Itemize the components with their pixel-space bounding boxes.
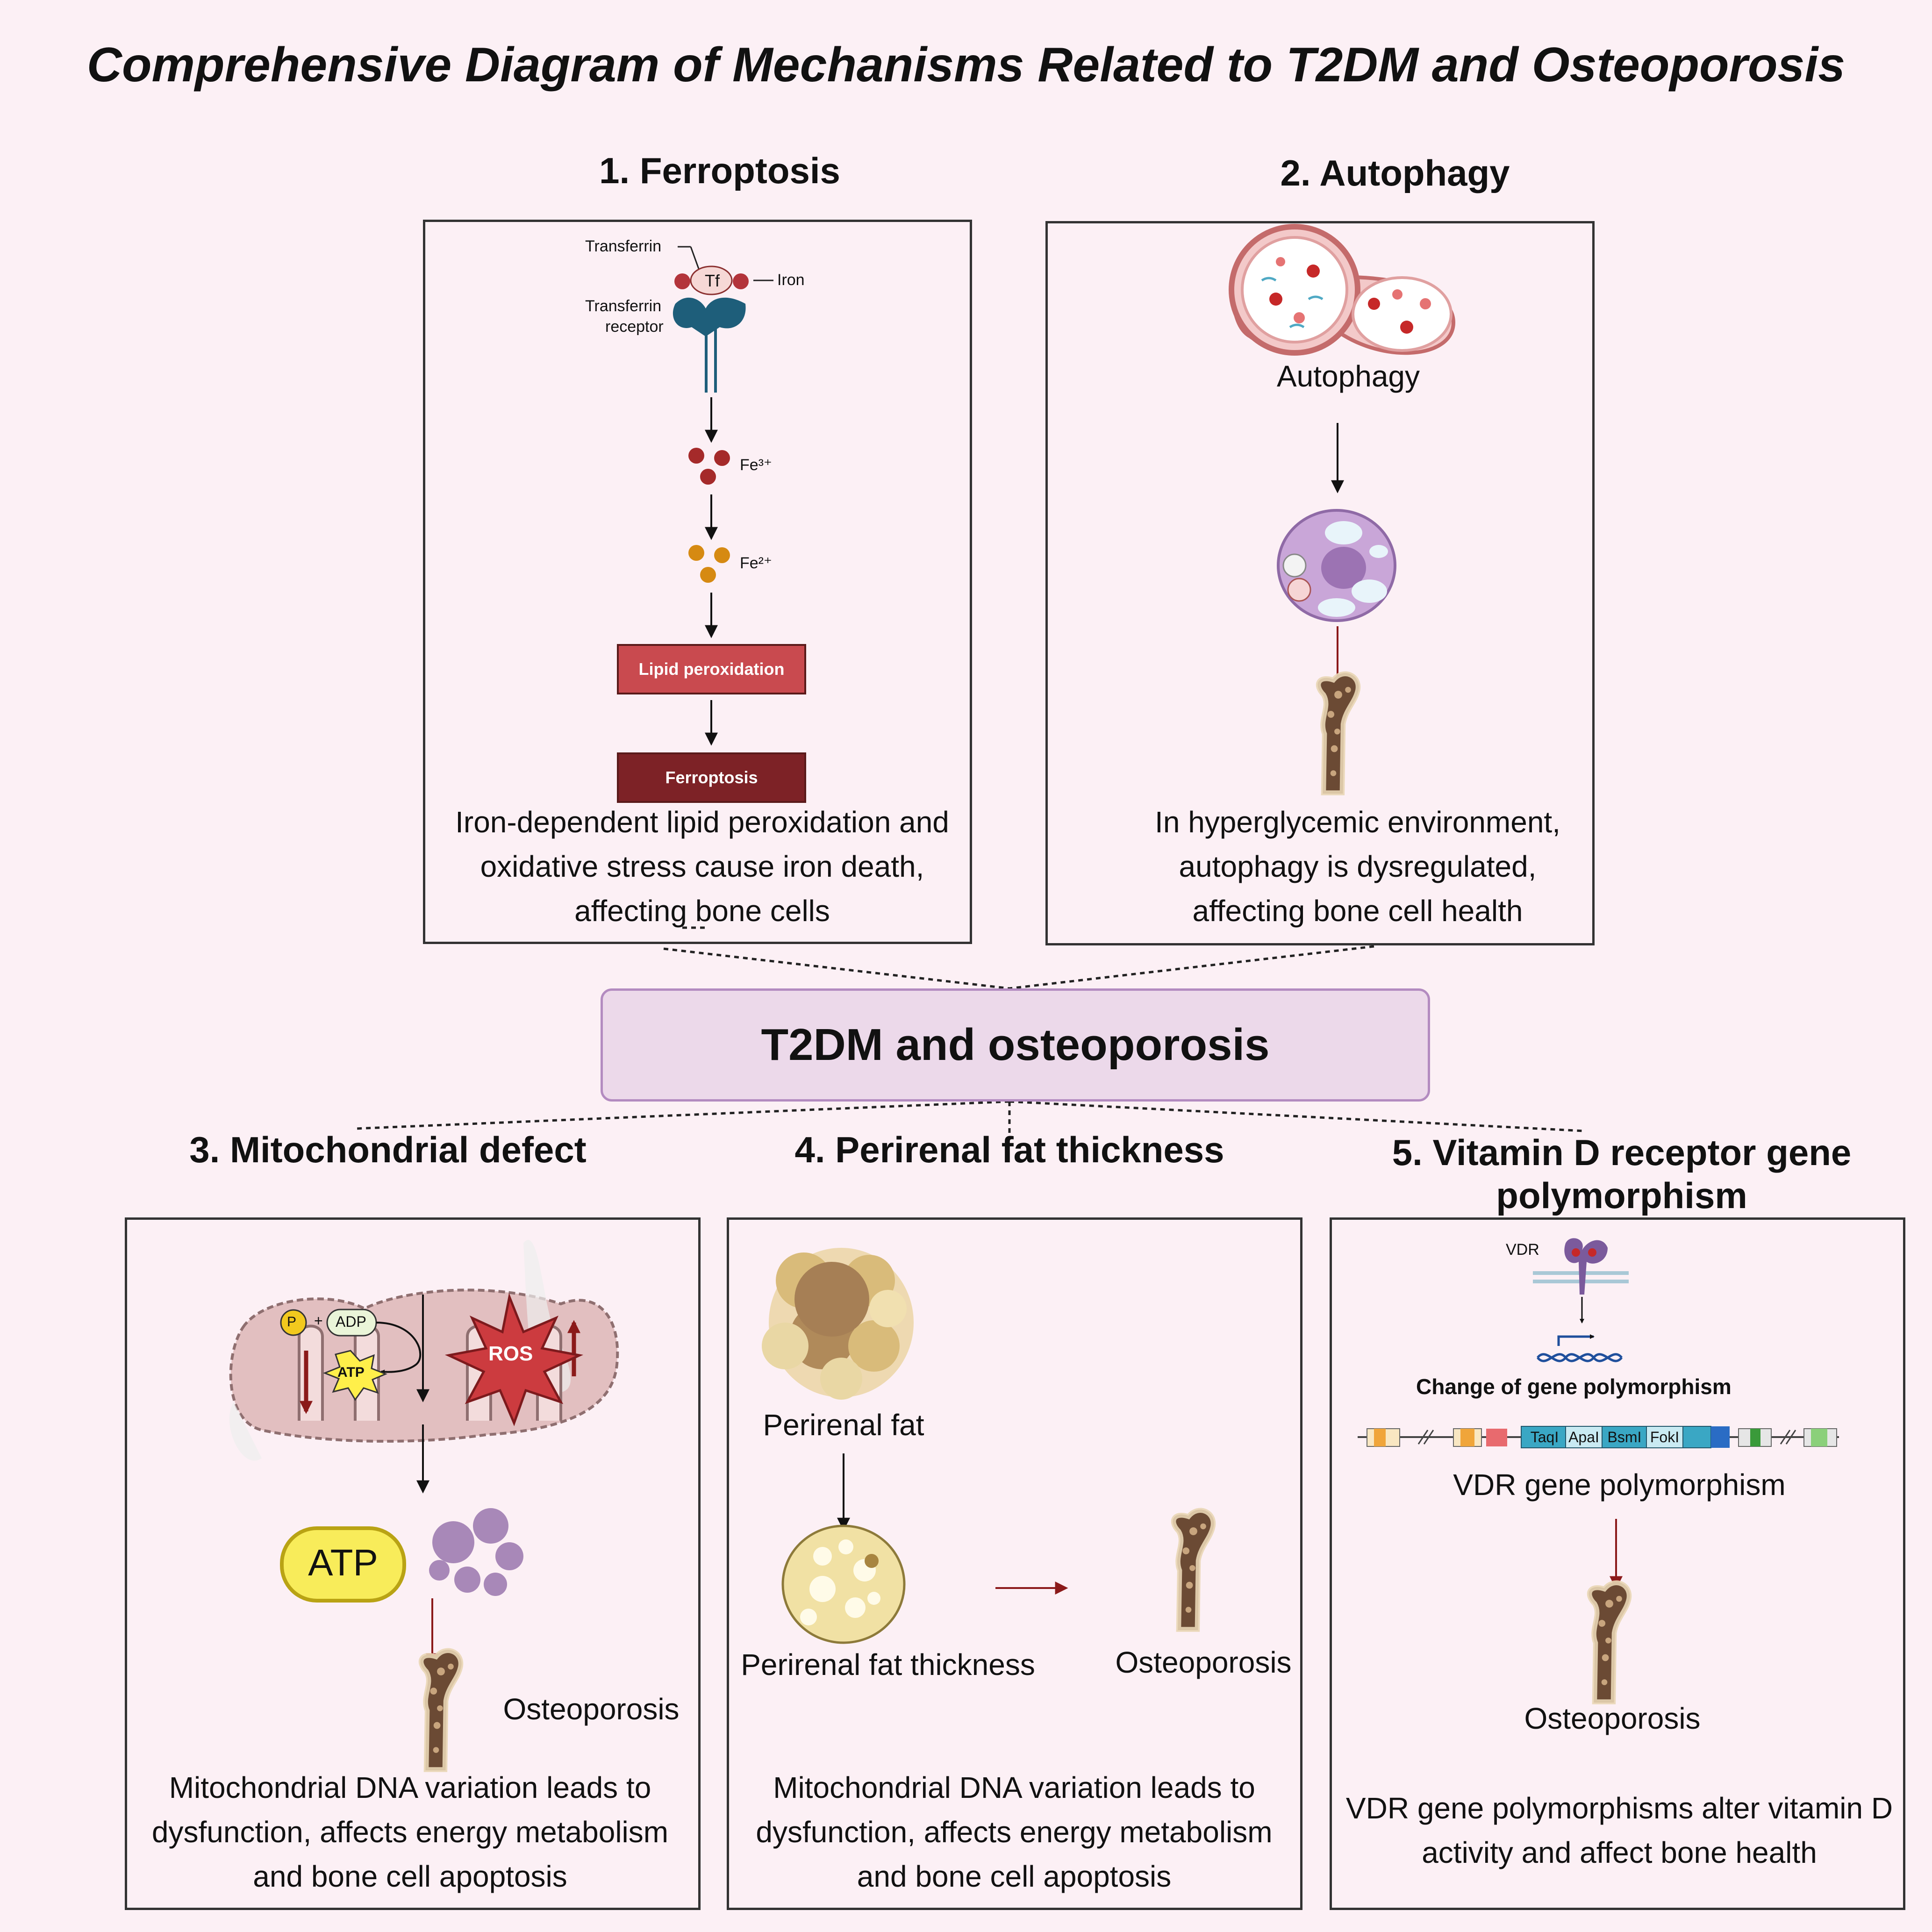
fe3-label: Fe³⁺: [740, 456, 772, 474]
atp-label: ATP: [308, 1542, 378, 1583]
mito-osteoporosis-label: Osteoporosis: [503, 1692, 680, 1726]
gene-map-graphic: [1358, 1426, 1839, 1448]
autophagosome-graphic: [1229, 224, 1456, 356]
perirenal-fat-label: Perirenal fat: [763, 1408, 924, 1442]
vdr-label: VDR: [1506, 1241, 1539, 1259]
transferrin-label: Transferrin: [585, 237, 662, 255]
heading-mitochondrial-defect: 3. Mitochondrial defect: [189, 1129, 587, 1170]
fe2-label: Fe²⁺: [740, 554, 772, 572]
perirenal-thickness-label: Perirenal fat thickness: [741, 1648, 1035, 1682]
heading-ferroptosis: 1. Ferroptosis: [599, 150, 840, 191]
tf-label: Tf: [705, 271, 720, 290]
receptor-label-2: receptor: [605, 318, 664, 336]
ferroptosis-description: Iron-dependent lipid peroxidation and ox…: [455, 805, 949, 928]
bsmi-label: BsmI: [1607, 1429, 1642, 1445]
ferroptosis-panel: [423, 220, 972, 944]
ferroptosis-box: Ferroptosis: [617, 752, 806, 803]
vdr-receptor-graphic: [1533, 1238, 1629, 1295]
dna-graphic: [1537, 1334, 1623, 1362]
mito-description: Mitochondrial DNA variation leads to dys…: [151, 1771, 669, 1893]
fe3-ions-graphic: [688, 448, 730, 485]
fat-osteoporosis-label: Osteoporosis: [1115, 1646, 1292, 1679]
iron-label: Iron: [777, 271, 805, 289]
apai-label: ApaI: [1568, 1429, 1599, 1445]
fat-cell-graphic: [781, 1524, 906, 1644]
adp-label: ADP: [336, 1313, 366, 1330]
receptor-label-1: Transferrin: [585, 297, 662, 315]
heading-vdr: 5. Vitamin D receptor gene polymorphism: [1392, 1132, 1852, 1216]
vdr-panel: [1330, 1217, 1905, 1910]
transferrin-receptor-graphic: [673, 246, 773, 393]
foki-label: FokI: [1650, 1429, 1680, 1445]
lipid-peroxidation-box: Lipid peroxidation: [617, 644, 806, 694]
page-title: Comprehensive Diagram of Mechanisms Rela…: [86, 38, 1846, 92]
heading-perirenal-fat: 4. Perirenal fat thickness: [794, 1129, 1224, 1170]
plus-label: +: [314, 1312, 323, 1329]
autophagy-panel: [1045, 221, 1595, 945]
heading-autophagy: 2. Autophagy: [1280, 152, 1510, 193]
atp-pill-graphic: [280, 1526, 406, 1603]
phosphate-label: P: [287, 1314, 297, 1330]
cell-graphic: [1277, 509, 1396, 622]
vdr-gene-label: VDR gene polymorphism: [1453, 1468, 1786, 1502]
taqi-label: TaqI: [1530, 1429, 1559, 1445]
dying-cell-graphic: [429, 1508, 523, 1596]
vdr-osteoporosis-label: Osteoporosis: [1524, 1702, 1701, 1735]
autophagy-description: In hyperglycemic environment, autophagy …: [1155, 805, 1560, 928]
gene-change-label: Change of gene polymorphism: [1416, 1374, 1732, 1399]
fat-description: Mitochondrial DNA variation leads to dys…: [756, 1771, 1273, 1893]
fat-panel: [727, 1217, 1302, 1910]
mito-panel: [125, 1217, 701, 1910]
fe2-ions-graphic: [688, 545, 730, 583]
center-topic: T2DM and osteoporosis: [601, 988, 1430, 1102]
vdr-description: VDR gene polymorphisms alter vitamin D a…: [1345, 1791, 1893, 1869]
atp-small-label: ATP: [337, 1365, 365, 1380]
autophagy-label: Autophagy: [1276, 359, 1420, 393]
perirenal-fat-graphic: [762, 1248, 914, 1400]
ros-star-graphic: [444, 1293, 584, 1426]
ros-label: ROS: [488, 1342, 533, 1365]
